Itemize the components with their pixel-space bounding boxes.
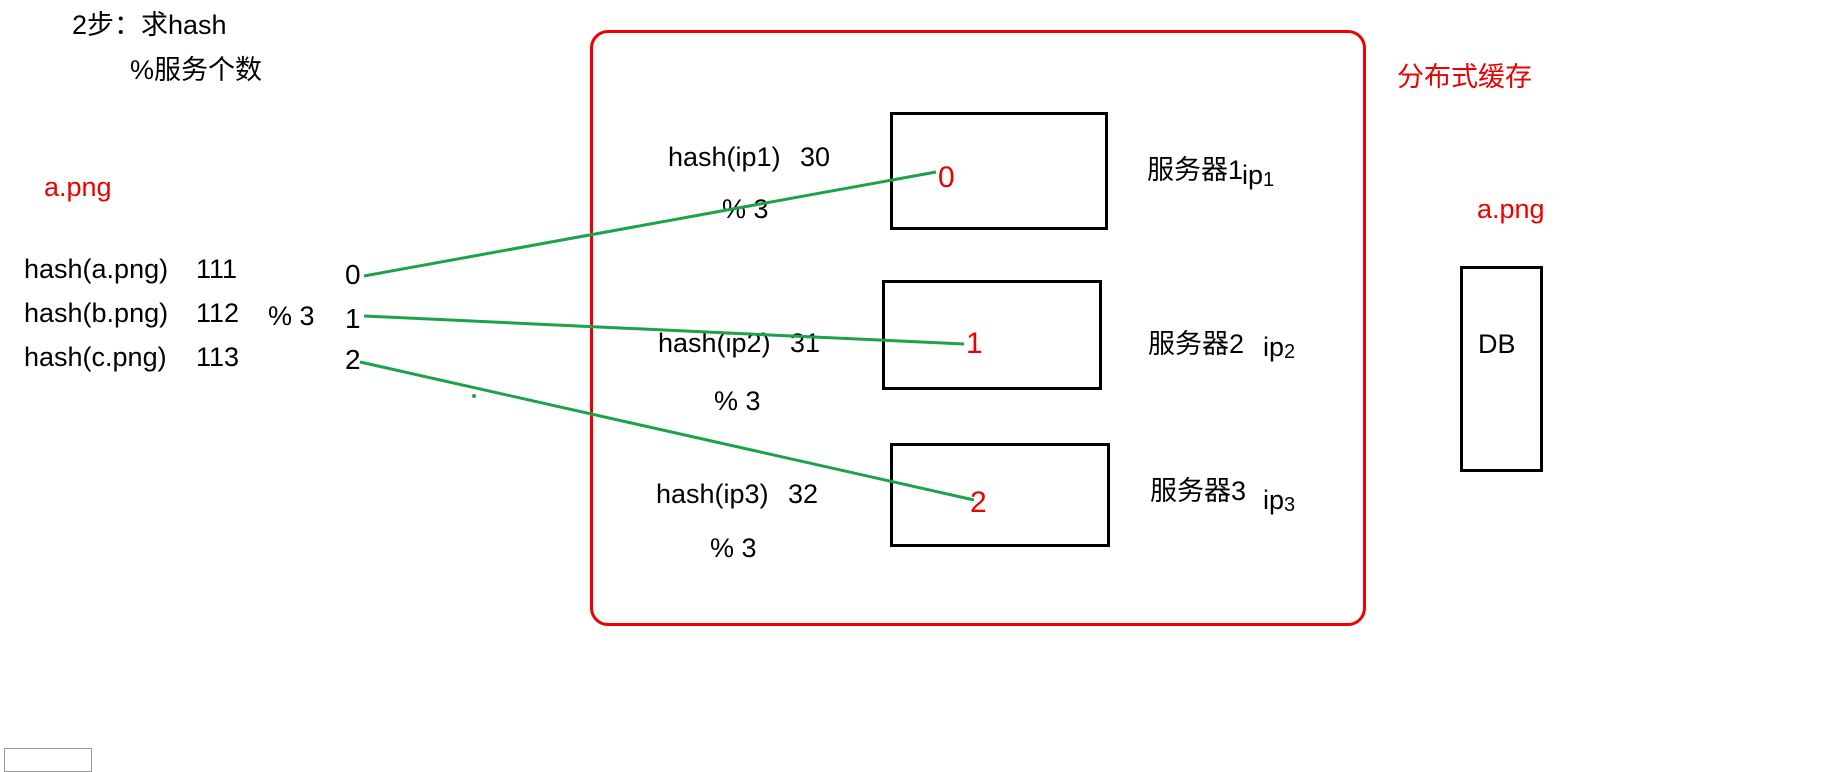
node-1-mod-label: % 3 bbox=[722, 194, 769, 224]
hash-row-value-0: 111 bbox=[196, 254, 238, 284]
distributed-cache-label: 分布式缓存 bbox=[1397, 62, 1532, 92]
hash-row-expr-2: hash(c.png) bbox=[24, 342, 167, 372]
stray-green-dot bbox=[472, 394, 476, 398]
server-2-ip-prefix: ip bbox=[1263, 332, 1285, 362]
server-box-2-index: 1 bbox=[966, 327, 983, 360]
server-box-3-index: 2 bbox=[970, 486, 987, 519]
server-box-3 bbox=[890, 443, 1110, 547]
server-1-ip-num: 1 bbox=[1263, 169, 1275, 191]
hash-row-expr-0: hash(a.png) bbox=[24, 254, 169, 284]
server-3-ip: ip3 bbox=[1263, 485, 1296, 516]
node-1-hash-value: 30 bbox=[800, 142, 831, 172]
index-0: 0 bbox=[345, 259, 361, 290]
server-box-2 bbox=[882, 280, 1102, 390]
left-mod-label: % 3 bbox=[268, 301, 315, 331]
hash-row-expr-1: hash(b.png) bbox=[24, 298, 169, 328]
server-1-ip-prefix: ip bbox=[1242, 160, 1264, 190]
db-label: DB bbox=[1478, 329, 1516, 359]
server-1-name: 服务器1 bbox=[1147, 155, 1244, 185]
node-2-hash-value: 31 bbox=[790, 328, 821, 358]
node-3-hash-value: 32 bbox=[788, 479, 819, 509]
title-line-1: 2步：求hash bbox=[72, 10, 227, 40]
server-1-ip: ip1 bbox=[1242, 160, 1275, 191]
server-2-ip-num: 2 bbox=[1284, 341, 1296, 363]
hash-row-value-1: 112 bbox=[196, 298, 240, 328]
db-box bbox=[1460, 266, 1543, 472]
server-3-ip-prefix: ip bbox=[1263, 485, 1285, 515]
window-edge-remnant bbox=[4, 748, 92, 772]
server-box-1 bbox=[890, 112, 1108, 230]
node-2-hash-label: hash(ip2) bbox=[658, 328, 771, 358]
node-2-mod-label: % 3 bbox=[714, 386, 761, 416]
index-2: 2 bbox=[345, 344, 361, 375]
server-2-name: 服务器2 bbox=[1148, 329, 1245, 359]
index-1: 1 bbox=[345, 303, 361, 334]
hash-row-value-2: 113 bbox=[196, 342, 240, 372]
server-3-ip-num: 3 bbox=[1284, 494, 1296, 516]
server-2-ip: ip2 bbox=[1263, 332, 1296, 363]
node-3-mod-label: % 3 bbox=[710, 533, 757, 563]
server-box-1-index: 0 bbox=[938, 161, 955, 194]
title-line-2: %服务个数 bbox=[130, 55, 263, 85]
server-3-name: 服务器3 bbox=[1150, 476, 1247, 506]
node-3-hash-label: hash(ip3) bbox=[656, 479, 769, 509]
left-file-label: a.png bbox=[44, 172, 112, 202]
right-file-label: a.png bbox=[1477, 194, 1545, 224]
node-1-hash-label: hash(ip1) bbox=[668, 142, 781, 172]
